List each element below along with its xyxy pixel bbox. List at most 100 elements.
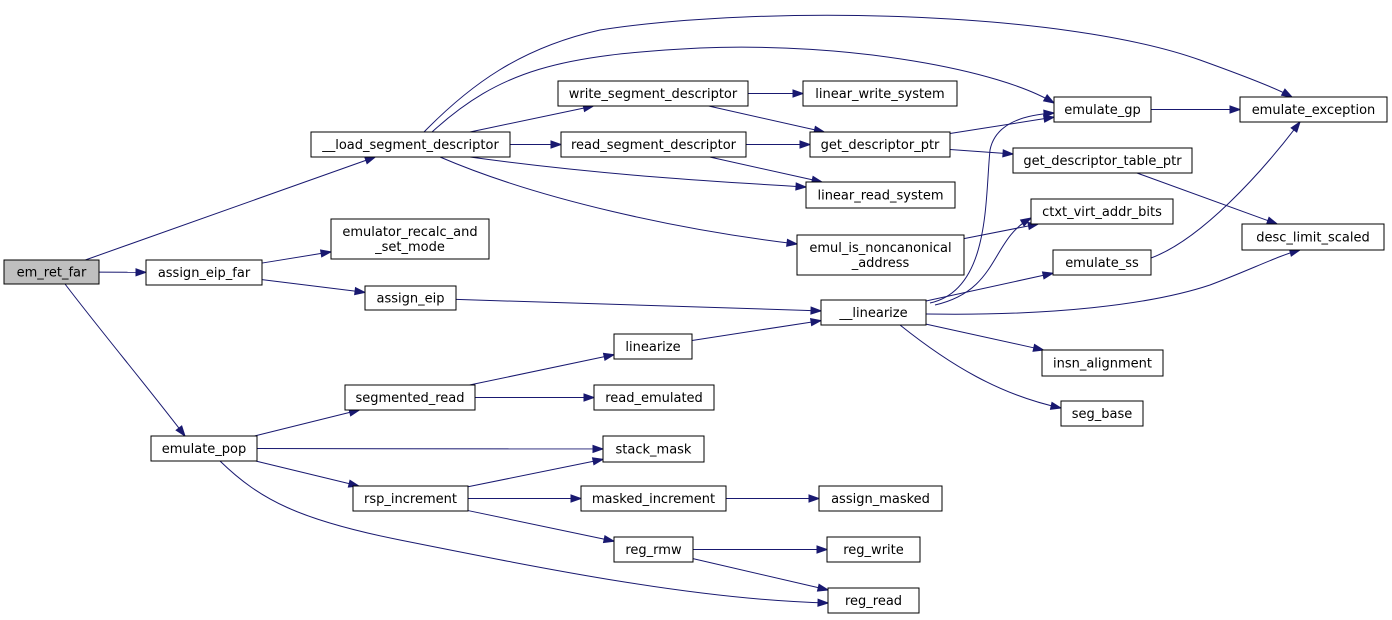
node-label: em_ret_far (17, 266, 87, 281)
node-label: get_descriptor_table_ptr (1023, 154, 1182, 169)
node-label: linearize (625, 340, 680, 355)
node-label: masked_increment (592, 492, 715, 507)
node-box (145, 259, 263, 286)
node-assign-masked[interactable]: assign_masked (818, 485, 943, 512)
node-rsp-increment[interactable]: rsp_increment (352, 485, 469, 512)
node-read-emulated[interactable]: read_emulated (593, 384, 715, 411)
node-label: reg_read (845, 594, 902, 609)
node-label: read_emulated (605, 391, 703, 406)
node-box (796, 234, 965, 276)
call-edges (64, 14, 1302, 607)
node-box (818, 485, 943, 512)
node-label: assign_eip_far (158, 266, 251, 281)
edge-assign_eip_far-to-assign_eip (261, 279, 367, 296)
edge-write_segment_descriptor-to-get_descriptor_ptr (708, 105, 826, 134)
node-box (1052, 249, 1152, 276)
function-nodes: em_ret_far __load_segment_descriptorassig… (3, 80, 1388, 614)
node-label: __linearize (838, 306, 907, 321)
node-label: emulate_ss (1065, 256, 1139, 271)
node-box (1012, 147, 1193, 174)
edge-rsp_increment-to-masked_increment (468, 494, 583, 503)
node-segmented-read[interactable]: segmented_read (344, 384, 476, 411)
edge-em_ret_far-to-assign_eip_far (98, 268, 148, 277)
node-assign-eip[interactable]: assign_eip (364, 285, 457, 311)
node-box (602, 435, 705, 463)
node-read-segment-descriptor[interactable]: read_segment_descriptor (560, 131, 747, 158)
edge-__load_segment_descriptor-to-emul_is_noncanonical_address (439, 156, 799, 247)
node-linear-write-system[interactable]: linear_write_system (802, 80, 958, 107)
edge-emul_is_noncanonical_address-to-ctxt_virt_addr_bits (963, 221, 1040, 240)
node-load-segment-descriptor[interactable]: __load_segment_descriptor (310, 131, 511, 158)
node-emulate-exception[interactable]: emulate_exception (1239, 96, 1388, 123)
node-linearize[interactable]: linearize (613, 333, 693, 360)
node-box (593, 384, 715, 411)
node-label: write_segment_descriptor (569, 87, 738, 102)
node-stack-mask[interactable]: stack_mask (602, 435, 705, 463)
node-box (613, 536, 694, 563)
node-box (820, 299, 927, 326)
node-reg-rmw[interactable]: reg_rmw (613, 536, 694, 563)
node-label: assign_eip (377, 292, 445, 307)
node-box (809, 131, 951, 158)
node-reg-write[interactable]: reg_write (826, 536, 921, 563)
node-reg-read[interactable]: reg_read (827, 587, 920, 614)
edge-linearize-to-__linearize (691, 318, 823, 341)
edge-emulate_pop-to-reg_read (219, 460, 830, 607)
edge-__load_segment_descriptor-to-emulate_gp (431, 46, 1056, 133)
node-box (1060, 400, 1144, 427)
node-box (826, 536, 921, 563)
node-desc-limit-scaled[interactable]: desc_limit_scaled (1241, 223, 1385, 251)
node-box (3, 259, 100, 285)
edge-__linearize-to-ctxt_virt_addr_bits (934, 217, 1033, 306)
node-box (613, 333, 693, 360)
node-get-descriptor-table-ptr[interactable]: get_descriptor_table_ptr (1012, 147, 1193, 174)
edge-assign_eip_far-to-emulator_recalc_and_set_mode (261, 249, 333, 264)
edge-rsp_increment-to-stack_mask (467, 457, 605, 488)
edge-__load_segment_descriptor-to-write_segment_descriptor (469, 104, 596, 133)
edge-emulate_pop-to-rsp_increment (255, 460, 361, 488)
node-box (1041, 349, 1164, 377)
node-label: stack_mask (616, 443, 692, 458)
edge-emulate_pop-to-segmented_read (254, 408, 361, 437)
node-box (580, 485, 727, 512)
node-label: emulate_exception (1252, 103, 1376, 118)
node-label: segmented_read (355, 391, 464, 406)
node-emul-is-noncanonical-address[interactable]: emul_is_noncanonical_address (796, 234, 965, 276)
node-label: ctxt_virt_addr_bits (1042, 205, 1162, 220)
node-box (310, 131, 511, 158)
node-em-ret-far[interactable]: em_ret_far (3, 259, 100, 285)
node-emulate-ss[interactable]: emulate_ss (1052, 249, 1152, 276)
node-emulate-pop[interactable]: emulate_pop (150, 435, 258, 462)
node-label: read_segment_descriptor (571, 138, 737, 153)
node-box (560, 131, 747, 158)
node-ctxt-virt-addr-bits[interactable]: ctxt_virt_addr_bits (1030, 198, 1174, 225)
node-label: linear_write_system (815, 87, 944, 102)
edge-get_descriptor_ptr-to-get_descriptor_table_ptr (949, 149, 1015, 158)
node-label: get_descriptor_ptr (821, 138, 940, 153)
node-label: reg_write (843, 543, 904, 558)
node-masked-increment[interactable]: masked_increment (580, 485, 727, 512)
node-box (364, 285, 457, 311)
node-box (805, 181, 956, 209)
node-box (802, 80, 958, 107)
node-box (1241, 223, 1385, 251)
node-emulator-recalc-and-set-mode[interactable]: emulator_recalc_and_set_mode (330, 218, 490, 260)
node-box (330, 218, 490, 260)
node-box (827, 587, 920, 614)
edge-masked_increment-to-assign_masked (726, 494, 821, 503)
node-write-segment-descriptor[interactable]: write_segment_descriptor (557, 80, 749, 107)
node-emulate-gp[interactable]: emulate_gp (1053, 96, 1152, 123)
node-assign-eip-far[interactable]: assign_eip_far (145, 259, 263, 286)
node-linearize[interactable]: __linearize (820, 299, 927, 326)
node-get-descriptor-ptr[interactable]: get_descriptor_ptr (809, 131, 951, 158)
node-seg-base[interactable]: seg_base (1060, 400, 1144, 427)
node-box (1030, 198, 1174, 225)
edge-reg_rmw-to-reg_write (693, 545, 829, 554)
node-box (352, 485, 469, 512)
node-box (1053, 96, 1152, 123)
edge-emulate_pop-to-stack_mask (256, 444, 605, 454)
node-linear-read-system[interactable]: linear_read_system (805, 181, 956, 209)
node-insn-alignment[interactable]: insn_alignment (1041, 349, 1164, 377)
node-label: insn_alignment (1053, 357, 1152, 372)
node-label: desc_limit_scaled (1256, 231, 1370, 246)
